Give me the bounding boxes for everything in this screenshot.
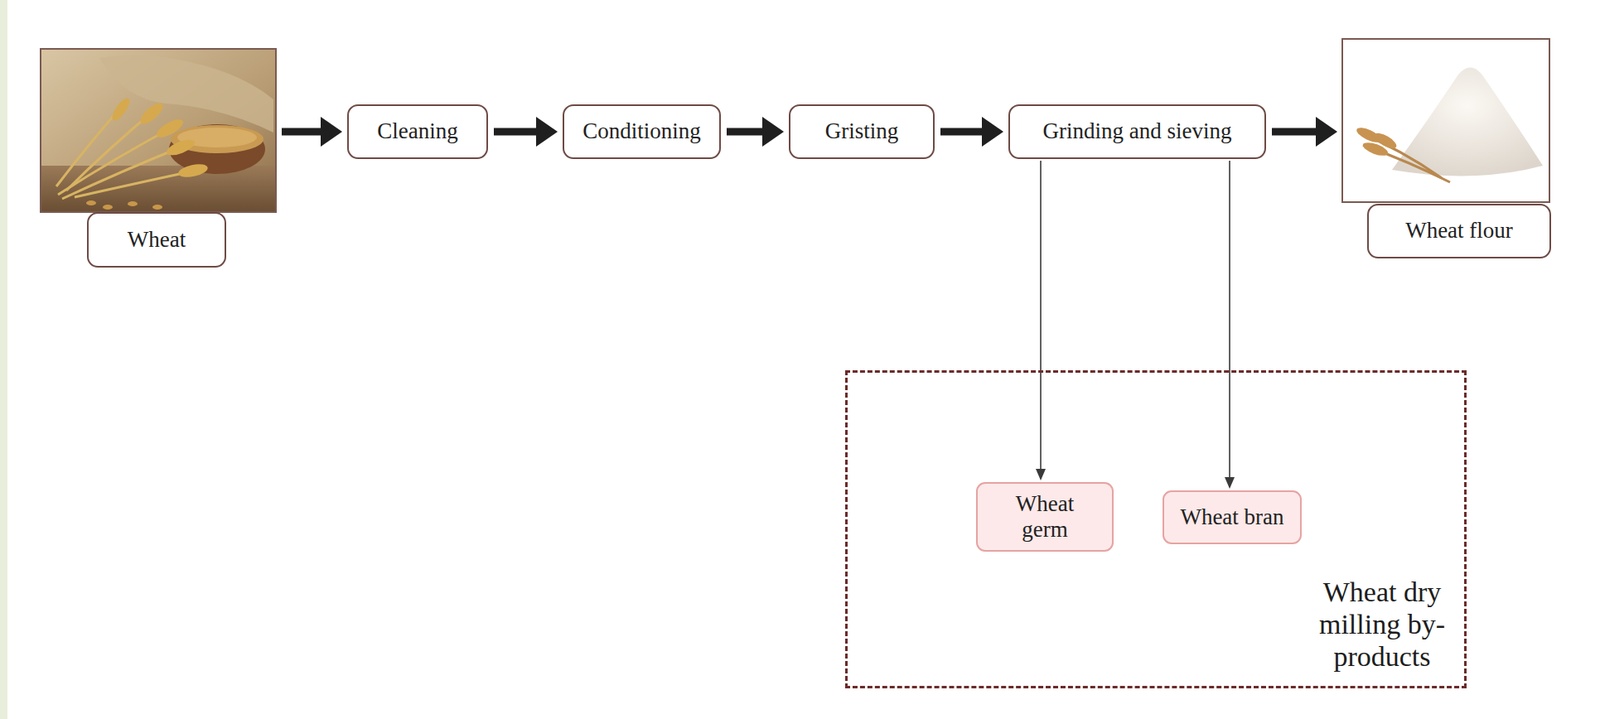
arrow-shaft [726,128,764,136]
flow-arrow [281,116,343,147]
arrow-head [536,116,558,147]
byproduct-box: Wheat germ [976,482,1114,552]
group-region: Wheat dry milling by-products Wheat germ W… [845,370,1467,689]
arrow-shaft [281,128,323,136]
arrow-shaft [1228,160,1231,479]
arrow-shaft [1271,128,1318,136]
label-box: Wheat [87,212,227,268]
flow-arrow [1271,116,1338,147]
node-label: Wheat flour [1405,217,1513,244]
arrow-head [981,116,1004,147]
flow-arrow [726,116,784,147]
arrow-head [1224,477,1235,489]
node-label: Grinding and sieving [1043,118,1233,145]
node-label: Wheat germ [998,491,1092,543]
arrow-head [1315,116,1338,147]
process-box: Cleaning [347,104,489,160]
branch-arrow [1224,160,1235,489]
node-label: Cleaning [377,118,458,145]
arrow-head [320,116,343,147]
byproduct-box: Wheat bran [1162,490,1302,545]
node-label: Conditioning [582,118,701,145]
label-box: Wheat flour [1367,203,1552,259]
flow-arrow [940,116,1004,147]
node-label: Gristing [825,118,900,145]
arrow-shaft [1039,160,1042,471]
page-strip [0,0,8,719]
photo-node: Wheat [40,48,276,268]
arrow-head [1035,468,1046,481]
wheat-photo [40,48,276,213]
node-label: Wheat [127,227,186,253]
photo-node: Wheat flour [1342,38,1552,259]
flour-photo [1342,38,1550,203]
process-box: Gristing [788,104,935,160]
flow-arrow [493,116,558,147]
node-label: Wheat bran [1179,504,1284,531]
process-box: Grinding and sieving [1008,104,1267,160]
branch-arrow [1035,160,1046,481]
arrow-shaft [493,128,538,136]
arrow-shaft [940,128,984,136]
arrow-head [762,116,784,147]
process-box: Conditioning [562,104,721,160]
group-title: Wheat dry milling by-products [1295,575,1470,673]
